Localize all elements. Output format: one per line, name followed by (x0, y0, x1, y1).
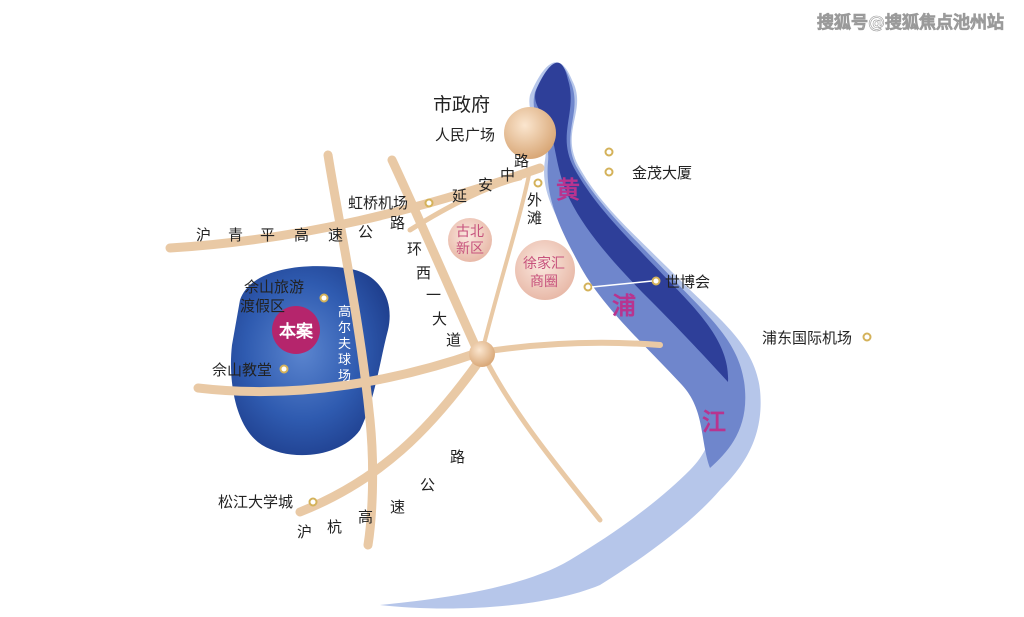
golf-char: 夫 (338, 337, 351, 352)
north-south-road-west (323, 150, 378, 550)
road-junction-marker (469, 341, 495, 367)
river-char: 黄 (556, 176, 580, 204)
road-char: 西 (416, 264, 431, 282)
gubei-label-1: 古北 (456, 224, 484, 240)
huangpu-river-label: 黄 浦 江 (556, 176, 726, 436)
pudong-airport-label: 浦东国际机场 (762, 329, 852, 347)
huqingping-label: 沪 青 平 高 速 公 路 (196, 214, 405, 244)
west-ring-label: 环 西 一 大 道 (407, 240, 461, 349)
watermark: 搜狐号@搜狐焦点池州站 (817, 12, 1004, 33)
hub-east-road (479, 339, 663, 355)
hub-south-road (479, 349, 603, 523)
golf-char: 高 (338, 304, 351, 320)
road-char: 安 (478, 176, 493, 194)
huqingping-expressway (165, 163, 545, 253)
golf-char: 球 (338, 353, 351, 368)
road-char: 沪 (196, 226, 211, 244)
road-char: 杭 (327, 518, 342, 536)
huhang-label: 沪 杭 高 速 公 路 (297, 448, 465, 541)
golf-char: 场 (338, 369, 351, 384)
sheshan-resort-label-2: 渡假区 (240, 297, 285, 315)
golf-char: 尔 (338, 321, 351, 336)
east-west-road (193, 347, 485, 397)
expo-label: 世博会 (665, 273, 710, 291)
golf-course-label: 高 尔 夫 球 场 (338, 304, 351, 384)
river-char: 浦 (612, 292, 636, 320)
roads (165, 150, 663, 550)
expo-connector (591, 280, 653, 288)
hongqiao-airport-label: 虹桥机场 (348, 194, 408, 212)
road-char: 沪 (297, 523, 312, 541)
jinmao-tower-label: 金茂大厦 (632, 164, 692, 182)
sheshan-area (230, 266, 390, 456)
songjiang-university-dot[interactable] (308, 497, 318, 507)
road-char: 延 (452, 187, 467, 205)
road-char: 中 (500, 166, 515, 184)
hongqiao-airport-dot[interactable] (424, 198, 434, 208)
songjiang-university-label: 松江大学城 (218, 493, 293, 511)
pudong-airport-dot[interactable] (862, 332, 872, 342)
west-ring-road (387, 155, 483, 357)
yanan-label: 延 安 中 路 (452, 152, 529, 205)
road-char: 大 (432, 310, 447, 328)
hub-north-road (480, 168, 532, 354)
road-char: 高 (358, 508, 373, 526)
jinmao-tower-dot-1[interactable] (604, 147, 614, 157)
road-char: 青 (228, 226, 243, 244)
xujiahui-district-marker[interactable] (515, 240, 575, 300)
road-char: 路 (450, 448, 465, 466)
river-dark (535, 62, 729, 382)
road-char: 速 (390, 498, 405, 516)
road-char: 高 (294, 226, 309, 244)
road-char: 速 (328, 226, 343, 244)
gubei-label-2: 新区 (456, 241, 484, 257)
sheshan-resort-dot[interactable] (319, 293, 329, 303)
project-marker[interactable] (272, 306, 320, 354)
road-char: 公 (358, 223, 373, 241)
huhang-expressway (295, 355, 485, 517)
road-char: 环 (407, 240, 422, 258)
road-char: 外 (527, 191, 542, 209)
sheshan-church-dot[interactable] (279, 364, 289, 374)
xujiahui-label-2: 商圈 (530, 274, 558, 290)
expo-dot-2[interactable] (651, 276, 661, 286)
expo-dot-1[interactable] (583, 282, 593, 292)
gubei-district-marker[interactable] (448, 218, 492, 262)
sheshan-resort-label-1: 佘山旅游 (244, 278, 304, 296)
poi-dots (279, 147, 872, 507)
road-char: 平 (260, 226, 275, 244)
city-hall-label: 市政府 (433, 94, 490, 116)
river-char: 江 (702, 408, 726, 436)
peoples-square-label: 人民广场 (435, 126, 495, 144)
waitan-label: 外 滩 (527, 191, 542, 227)
waitan-dot[interactable] (533, 178, 543, 188)
city-hall-marker[interactable] (504, 107, 556, 159)
road-char: 公 (420, 476, 435, 494)
sheshan-church-label: 佘山教堂 (212, 361, 272, 379)
road-char: 路 (514, 152, 529, 170)
project-label: 本案 (279, 321, 314, 342)
road-char: 滩 (527, 209, 542, 227)
road-char: 一 (426, 286, 441, 304)
xujiahui-label-1: 徐家汇 (523, 255, 565, 272)
jinmao-tower-dot-2[interactable] (604, 167, 614, 177)
road-char: 道 (446, 331, 461, 349)
road-char: 路 (390, 214, 405, 232)
